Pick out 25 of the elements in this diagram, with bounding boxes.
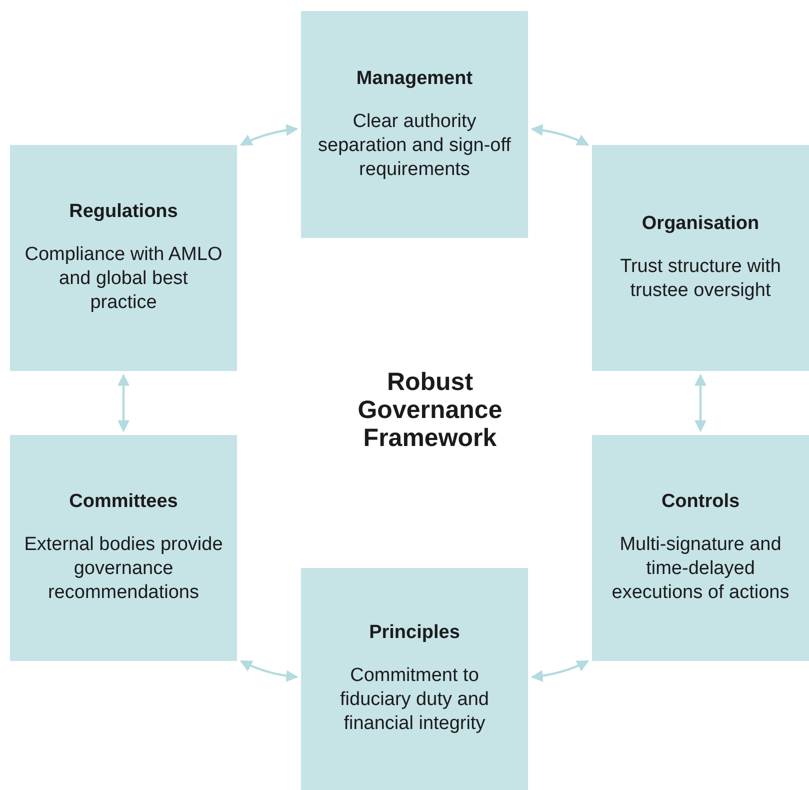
topic-box — [301, 11, 528, 238]
box-description: Trust structure with trustee oversight — [619, 255, 782, 303]
box-description: External bodies provide governance recommendations — [24, 533, 223, 605]
box-heading: Controls — [661, 491, 740, 513]
topic-box — [10, 145, 237, 371]
double-arrow — [530, 660, 590, 682]
double-arrow — [118, 374, 130, 432]
box-description: Multi-signature and time-delayed executions of actions — [610, 533, 790, 605]
box-description: Clear authority separation and sign-off requirements — [317, 110, 512, 182]
topic-box — [301, 568, 528, 790]
box-heading: Management — [356, 68, 473, 90]
box-heading: Organisation — [642, 213, 760, 235]
double-arrow — [694, 374, 706, 432]
double-arrow — [240, 660, 298, 682]
topic-box — [10, 435, 237, 661]
diagram-title: Robust Governance Framework — [356, 368, 504, 452]
box-description: Compliance with AMLO and global best practice — [24, 243, 223, 315]
double-arrow — [530, 124, 590, 146]
double-arrow — [240, 124, 298, 146]
topic-box — [592, 145, 809, 371]
box-heading: Principles — [369, 622, 460, 644]
box-description: Commitment to fiduciary duty and financial integrity — [339, 664, 490, 736]
box-heading: Regulations — [69, 201, 178, 223]
topic-box — [592, 435, 809, 661]
box-heading: Committees — [69, 491, 178, 513]
